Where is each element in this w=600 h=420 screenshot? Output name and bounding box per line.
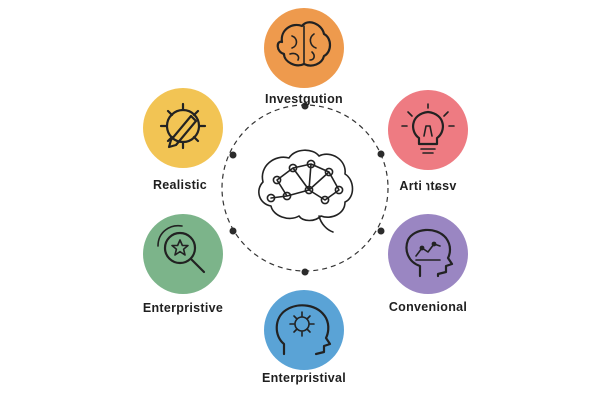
head-chart-icon bbox=[405, 228, 454, 278]
ring-dot-bottom bbox=[301, 268, 309, 276]
gear-pencil-icon bbox=[159, 102, 207, 150]
label-lower-left: Enterpristive bbox=[142, 301, 224, 315]
node-upper-right[interactable] bbox=[388, 90, 468, 170]
ring-dot-lower-right bbox=[377, 227, 385, 235]
ring-dot-upper-left bbox=[229, 151, 237, 159]
label-top: Investgution bbox=[265, 92, 343, 106]
magnifier-star-icon bbox=[157, 224, 206, 274]
ring-dot-top bbox=[301, 102, 309, 110]
node-bottom[interactable] bbox=[264, 290, 344, 370]
node-upper-right-circle bbox=[388, 90, 468, 170]
label-upper-left: Realistic bbox=[152, 178, 208, 192]
lightbulb-icon bbox=[401, 103, 455, 154]
head-gear-icon bbox=[275, 304, 332, 356]
connector-ring bbox=[221, 104, 389, 272]
label-upper-right: Arti ℩tɕsv bbox=[399, 179, 457, 193]
label-lower-right: Convenional bbox=[388, 300, 468, 314]
node-top[interactable] bbox=[264, 8, 344, 88]
ring-dot-lower-left bbox=[229, 227, 237, 235]
brain-network-icon bbox=[258, 149, 354, 233]
node-lower-right-circle bbox=[388, 214, 468, 294]
node-lower-left[interactable] bbox=[143, 214, 223, 294]
label-bottom: Enterpristival bbox=[261, 371, 347, 385]
node-lower-right[interactable] bbox=[388, 214, 468, 294]
ring-dot-upper-right bbox=[377, 150, 385, 158]
node-upper-left-circle bbox=[143, 88, 223, 168]
node-upper-left[interactable] bbox=[143, 88, 223, 168]
brain-icon bbox=[276, 21, 332, 67]
